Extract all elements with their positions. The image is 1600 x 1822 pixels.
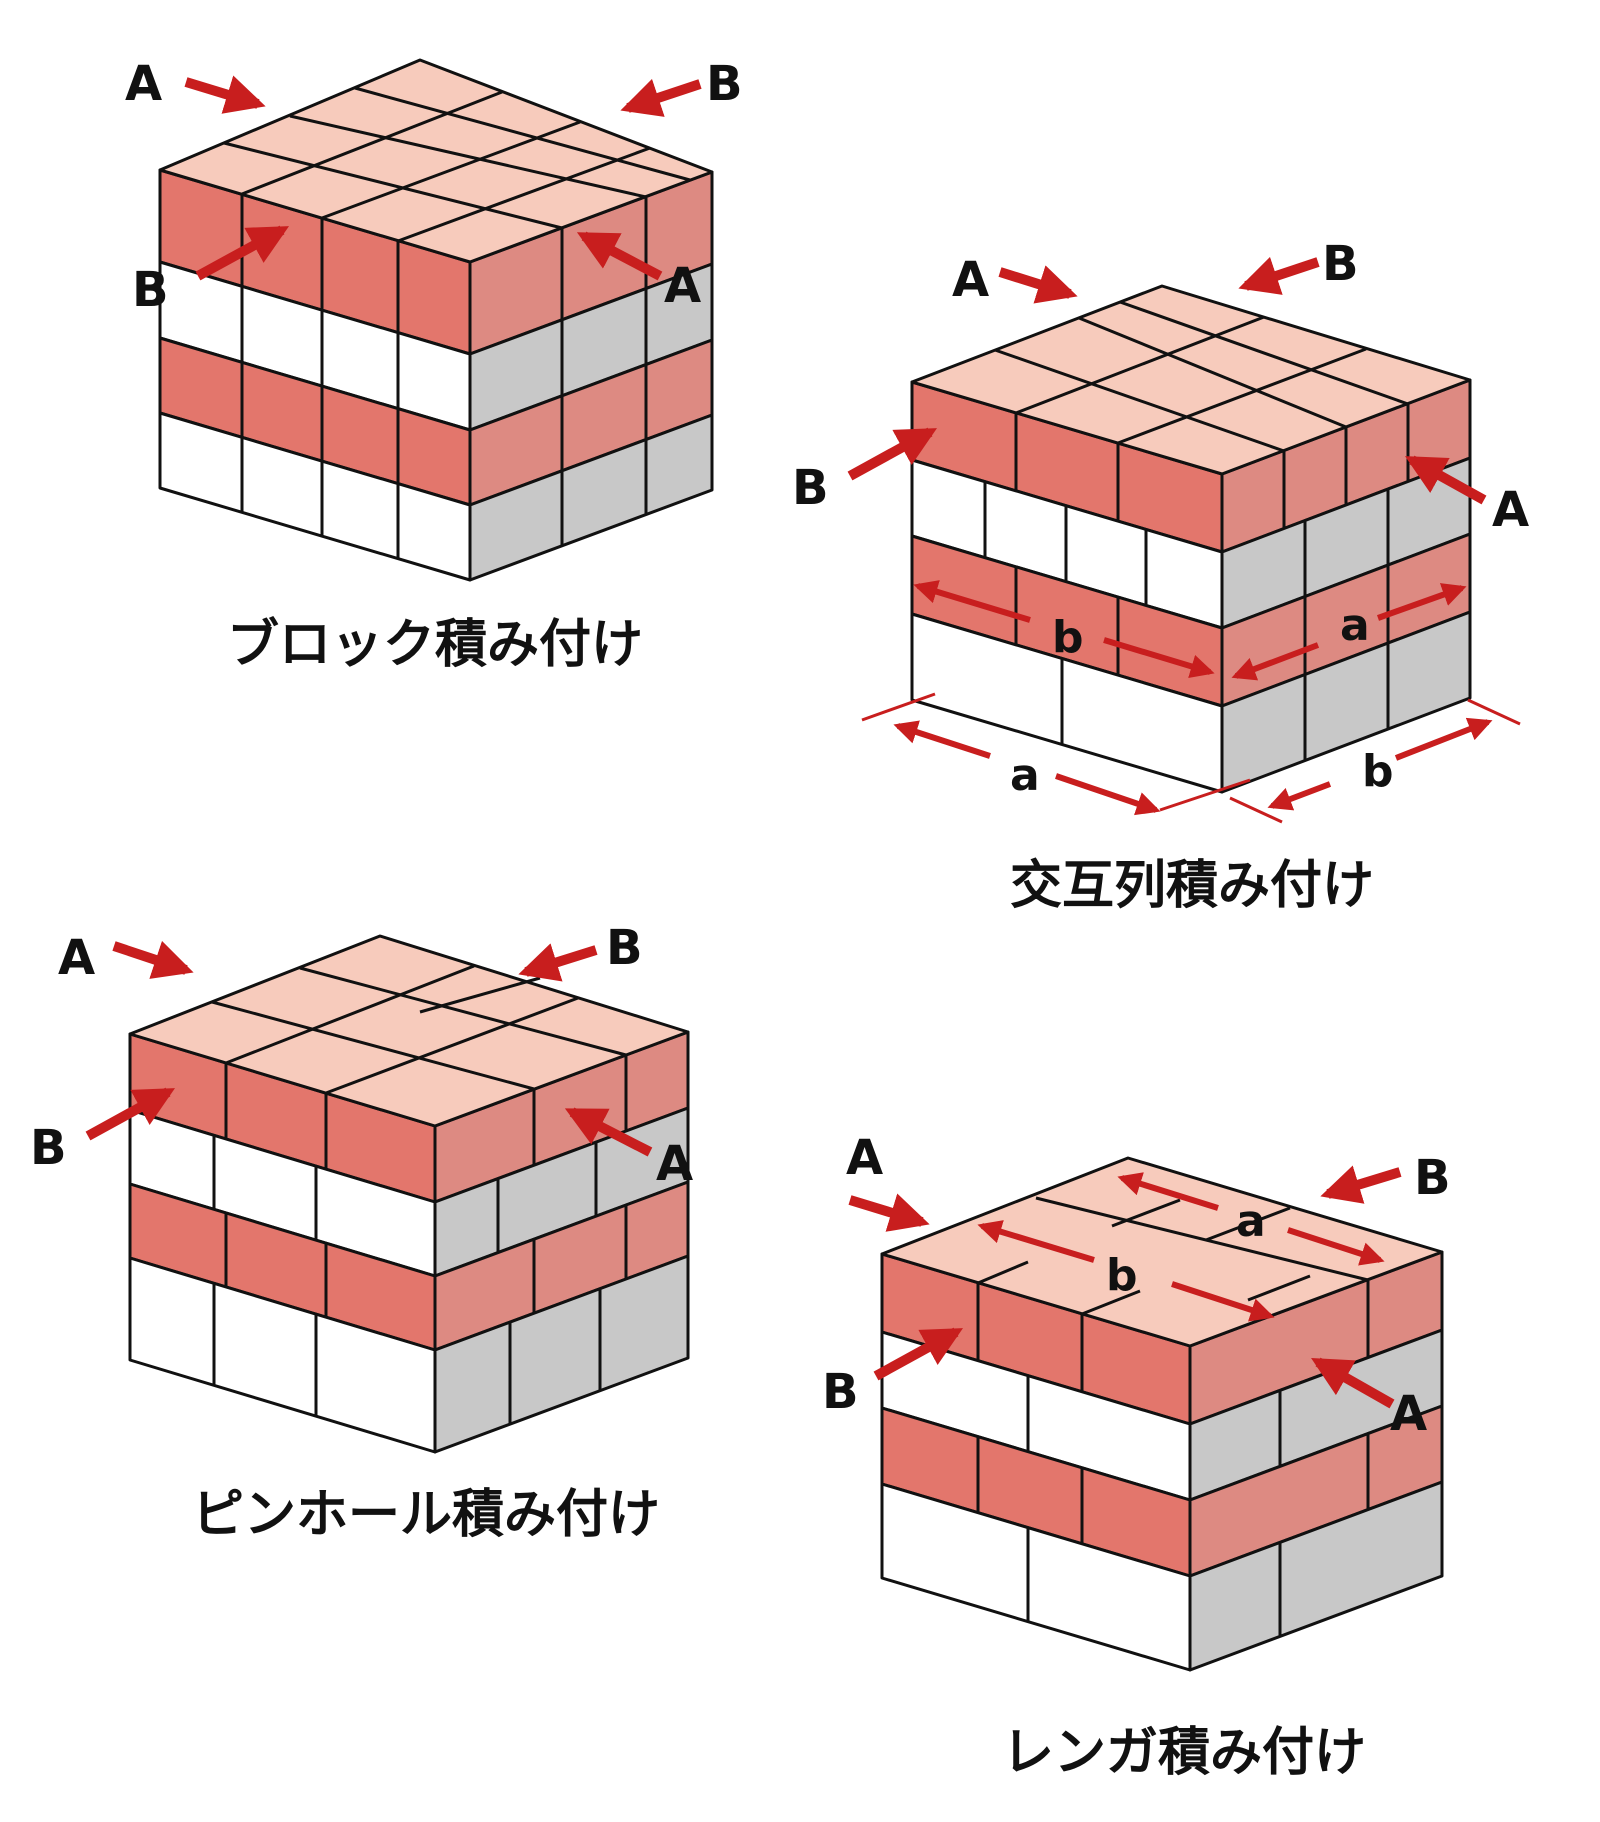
- block-label-top-left: A: [125, 56, 162, 112]
- diagram-block-pattern: A B B A ブロック積み付け: [125, 56, 743, 675]
- block-arrows: [184, 75, 702, 281]
- alternating-dim-base-side: b: [1362, 746, 1394, 797]
- pinhole-caption: ピンホール積み付け: [192, 1485, 660, 1545]
- brick-label-top-left: A: [846, 1130, 883, 1186]
- alternating-dim-side-band: a: [1340, 600, 1370, 651]
- pinhole-cube: [128, 934, 690, 1454]
- brick-label-front-left: B: [822, 1364, 859, 1420]
- alternating-dim-base-front: a: [1010, 750, 1040, 801]
- brick-cube: [880, 1156, 1444, 1672]
- diagram-brick-pattern: A B B A a b レンガ積み付け: [822, 1130, 1451, 1783]
- alternating-label-top-left: A: [952, 252, 989, 308]
- block-label-front-right: A: [664, 258, 701, 314]
- alternating-label-front-left: B: [792, 460, 829, 516]
- brick-dim-top-b: b: [1106, 1250, 1138, 1301]
- alternating-label-top-right: B: [1322, 236, 1359, 292]
- pinhole-arrows: [85, 940, 653, 1157]
- brick-dim-top-a: a: [1236, 1196, 1266, 1247]
- pinhole-label-front-right: A: [656, 1136, 693, 1192]
- alternating-label-front-right: A: [1492, 482, 1529, 538]
- brick-label-top-right: B: [1414, 1150, 1451, 1206]
- brick-label-front-right: A: [1390, 1386, 1427, 1442]
- diagram-alternating-pattern: A B B A b a a b 交互列積み付け: [792, 236, 1529, 916]
- alternating-dimension-arrows: [893, 580, 1493, 816]
- alternating-extension-lines: [861, 692, 1521, 824]
- alternating-caption: 交互列積み付け: [1010, 856, 1374, 916]
- block-label-top-right: B: [706, 56, 743, 112]
- alternating-dim-front-band: b: [1052, 612, 1084, 663]
- alternating-cube: [910, 284, 1472, 794]
- block-label-front-left: B: [132, 262, 169, 318]
- pinhole-label-front-left: B: [30, 1120, 67, 1176]
- diagram-pinhole-pattern: A B B A ピンホール積み付け: [30, 920, 693, 1545]
- alternating-arrows: [847, 256, 1487, 505]
- block-cube: [158, 58, 714, 582]
- pinhole-label-top-right: B: [606, 920, 643, 976]
- brick-dimension-arrows: [977, 1172, 1385, 1322]
- block-caption: ブロック積み付け: [227, 615, 643, 675]
- brick-caption: レンガ積み付け: [1002, 1723, 1366, 1783]
- pinhole-label-top-left: A: [58, 930, 95, 986]
- brick-arrows: [848, 1165, 1402, 1409]
